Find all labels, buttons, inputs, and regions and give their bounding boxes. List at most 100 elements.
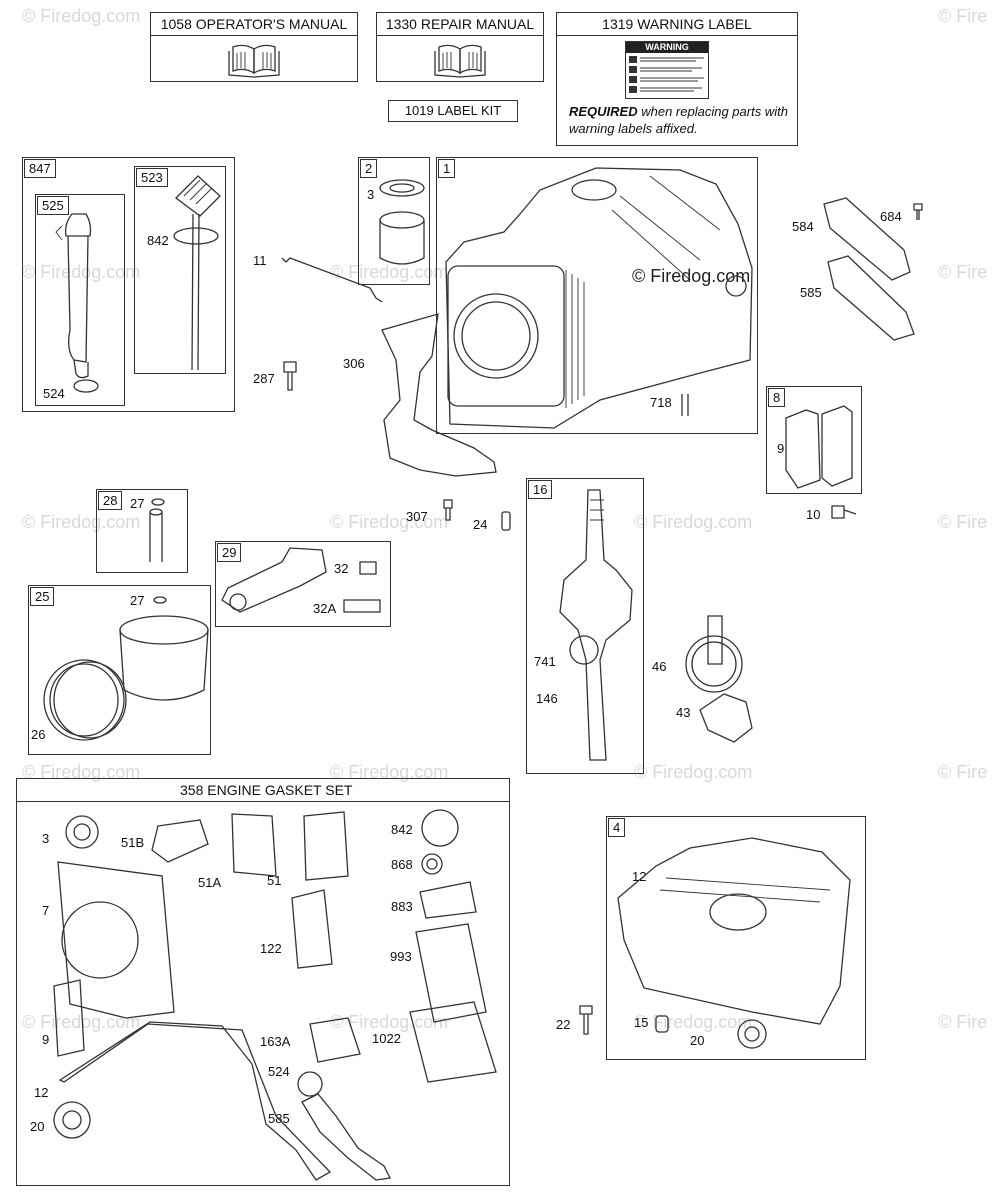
watermark: © Fire: [938, 762, 988, 782]
group-1-box[interactable]: [436, 157, 758, 434]
gs-part-993: 993: [390, 949, 412, 964]
watermark: © Fire: [938, 262, 988, 282]
bolt-10-drawing: [831, 505, 857, 519]
dipstick-tube-drawing: [55, 213, 99, 393]
gs-part-12: 12: [34, 1085, 49, 1100]
watermark: © Firedog.com: [330, 762, 449, 782]
watermark: © Firedog.com: [22, 262, 141, 282]
part-43-label: 43: [676, 705, 691, 720]
part-15-label: 15: [634, 1015, 649, 1030]
baffle-306-drawing: [381, 313, 497, 477]
part-718-label: 718: [650, 395, 672, 410]
bolt-287-drawing: [283, 361, 297, 391]
part-24-label: 24: [473, 517, 488, 532]
gs-part-868: 868: [391, 857, 413, 872]
group-847-box[interactable]: [22, 157, 235, 412]
wrist-pin-drawing: [149, 498, 165, 562]
gs-part-842: 842: [391, 822, 413, 837]
part-22-label: 22: [556, 1017, 571, 1032]
group-29-tag: 29: [217, 543, 242, 562]
watermark: © Fire: [938, 6, 988, 26]
part-287-label: 287: [253, 371, 275, 386]
crankshaft-drawing: [559, 489, 633, 761]
part-842-label: 842: [147, 233, 169, 248]
operators-manual-box[interactable]: 1058 OPERATOR'S MANUAL: [150, 12, 358, 82]
required-text: when replacing parts with warning labels…: [569, 104, 788, 136]
group-523-box[interactable]: [134, 166, 226, 374]
part-146-label: 146: [536, 691, 558, 706]
group-16-tag: 16: [528, 480, 553, 499]
group-16-box[interactable]: [526, 478, 644, 774]
pin-24-drawing: [501, 511, 511, 531]
group-847-tag: 847: [24, 159, 56, 178]
bolt-22-drawing: [579, 1005, 593, 1035]
group-8-box[interactable]: [766, 386, 862, 494]
required-word: REQUIRED: [569, 104, 638, 119]
part-12-label: 12: [632, 869, 647, 884]
gs-part-51a: 51A: [198, 875, 222, 890]
watermark: © Fire: [938, 1012, 988, 1032]
breather-gasket-drawing: [785, 409, 821, 489]
group-28-tag: 28: [98, 491, 123, 510]
watermark: © Firedog.com: [22, 1012, 141, 1032]
part-32a-label: 32A: [313, 601, 337, 616]
sump-drawing: [617, 837, 851, 1049]
book-icon: [434, 44, 486, 78]
part-3-label: 3: [367, 187, 375, 202]
repair-manual-title: 1330 REPAIR MANUAL: [377, 13, 543, 36]
warning-sticker-icons: [629, 56, 704, 93]
part-26-label: 26: [31, 727, 46, 742]
repair-manual-box[interactable]: 1330 REPAIR MANUAL: [376, 12, 544, 82]
group-2-box[interactable]: [358, 157, 430, 285]
governor-drawing: [699, 693, 753, 743]
cam-gear-drawing: [685, 615, 743, 693]
group-525-box[interactable]: [35, 194, 125, 406]
group-29-box[interactable]: [215, 541, 391, 627]
gasket-set-box[interactable]: [16, 778, 510, 1186]
group-25-box[interactable]: [28, 585, 211, 755]
gs-part-524: 524: [268, 1064, 290, 1079]
firedog-watermark: © Firedog.com: [632, 266, 751, 286]
operators-manual-title: 1058 OPERATOR'S MANUAL: [151, 13, 357, 36]
watermark: © Firedog.com: [330, 262, 449, 282]
part-32-label: 32: [334, 561, 349, 576]
group-1-tag: 1: [438, 159, 456, 178]
part-46-label: 46: [652, 659, 667, 674]
part-585-label: 585: [800, 285, 822, 300]
tube-11-drawing: [281, 257, 383, 303]
part-307-label: 307: [406, 509, 428, 524]
group-2-tag: 2: [360, 159, 378, 178]
warning-sticker-heading: WARNING: [626, 42, 708, 53]
group-4-box[interactable]: [606, 816, 866, 1060]
label-kit-tag[interactable]: 1019 LABEL KIT: [388, 100, 518, 122]
watermark: © Firedog.com: [634, 512, 753, 532]
part-684-label: 684: [880, 209, 902, 224]
group-4-tag: 4: [608, 818, 626, 837]
warning-required-note: REQUIRED when replacing parts with warni…: [569, 103, 797, 137]
gasket-584-drawing: [823, 197, 911, 281]
watermark: © Firedog.com: [22, 512, 141, 532]
part-11-label: 11: [253, 253, 267, 268]
gs-part-1022: 1022: [372, 1031, 401, 1046]
group-8-tag: 8: [768, 388, 786, 407]
part-27-label: 27: [130, 496, 145, 511]
group-28-box[interactable]: [96, 489, 188, 573]
part-524-label: 524: [43, 386, 65, 401]
gs-part-163a: 163A: [260, 1034, 291, 1049]
gs-part-51b: 51B: [121, 835, 145, 850]
bushing-drawing: [379, 179, 425, 265]
watermark: © Firedog.com: [634, 762, 753, 782]
warning-label-title: 1319 WARNING LABEL: [557, 13, 797, 36]
warning-label-box[interactable]: 1319 WARNING LABEL WARNING REQUIRED when…: [556, 12, 798, 146]
book-icon: [228, 44, 280, 78]
gasket-585-drawing: [827, 255, 915, 341]
part-584-label: 584: [792, 219, 814, 234]
part-525-tag: 525: [37, 196, 69, 215]
watermark: © Firedog.com: [22, 6, 141, 26]
gs-part-20: 20: [30, 1119, 45, 1134]
gasket-set-drawings: [53, 809, 497, 1181]
gs-part-122: 122: [260, 941, 282, 956]
watermark: © Firedog.com: [330, 512, 449, 532]
gs-part-7: 7: [42, 903, 50, 918]
gs-part-51: 51: [267, 873, 282, 888]
